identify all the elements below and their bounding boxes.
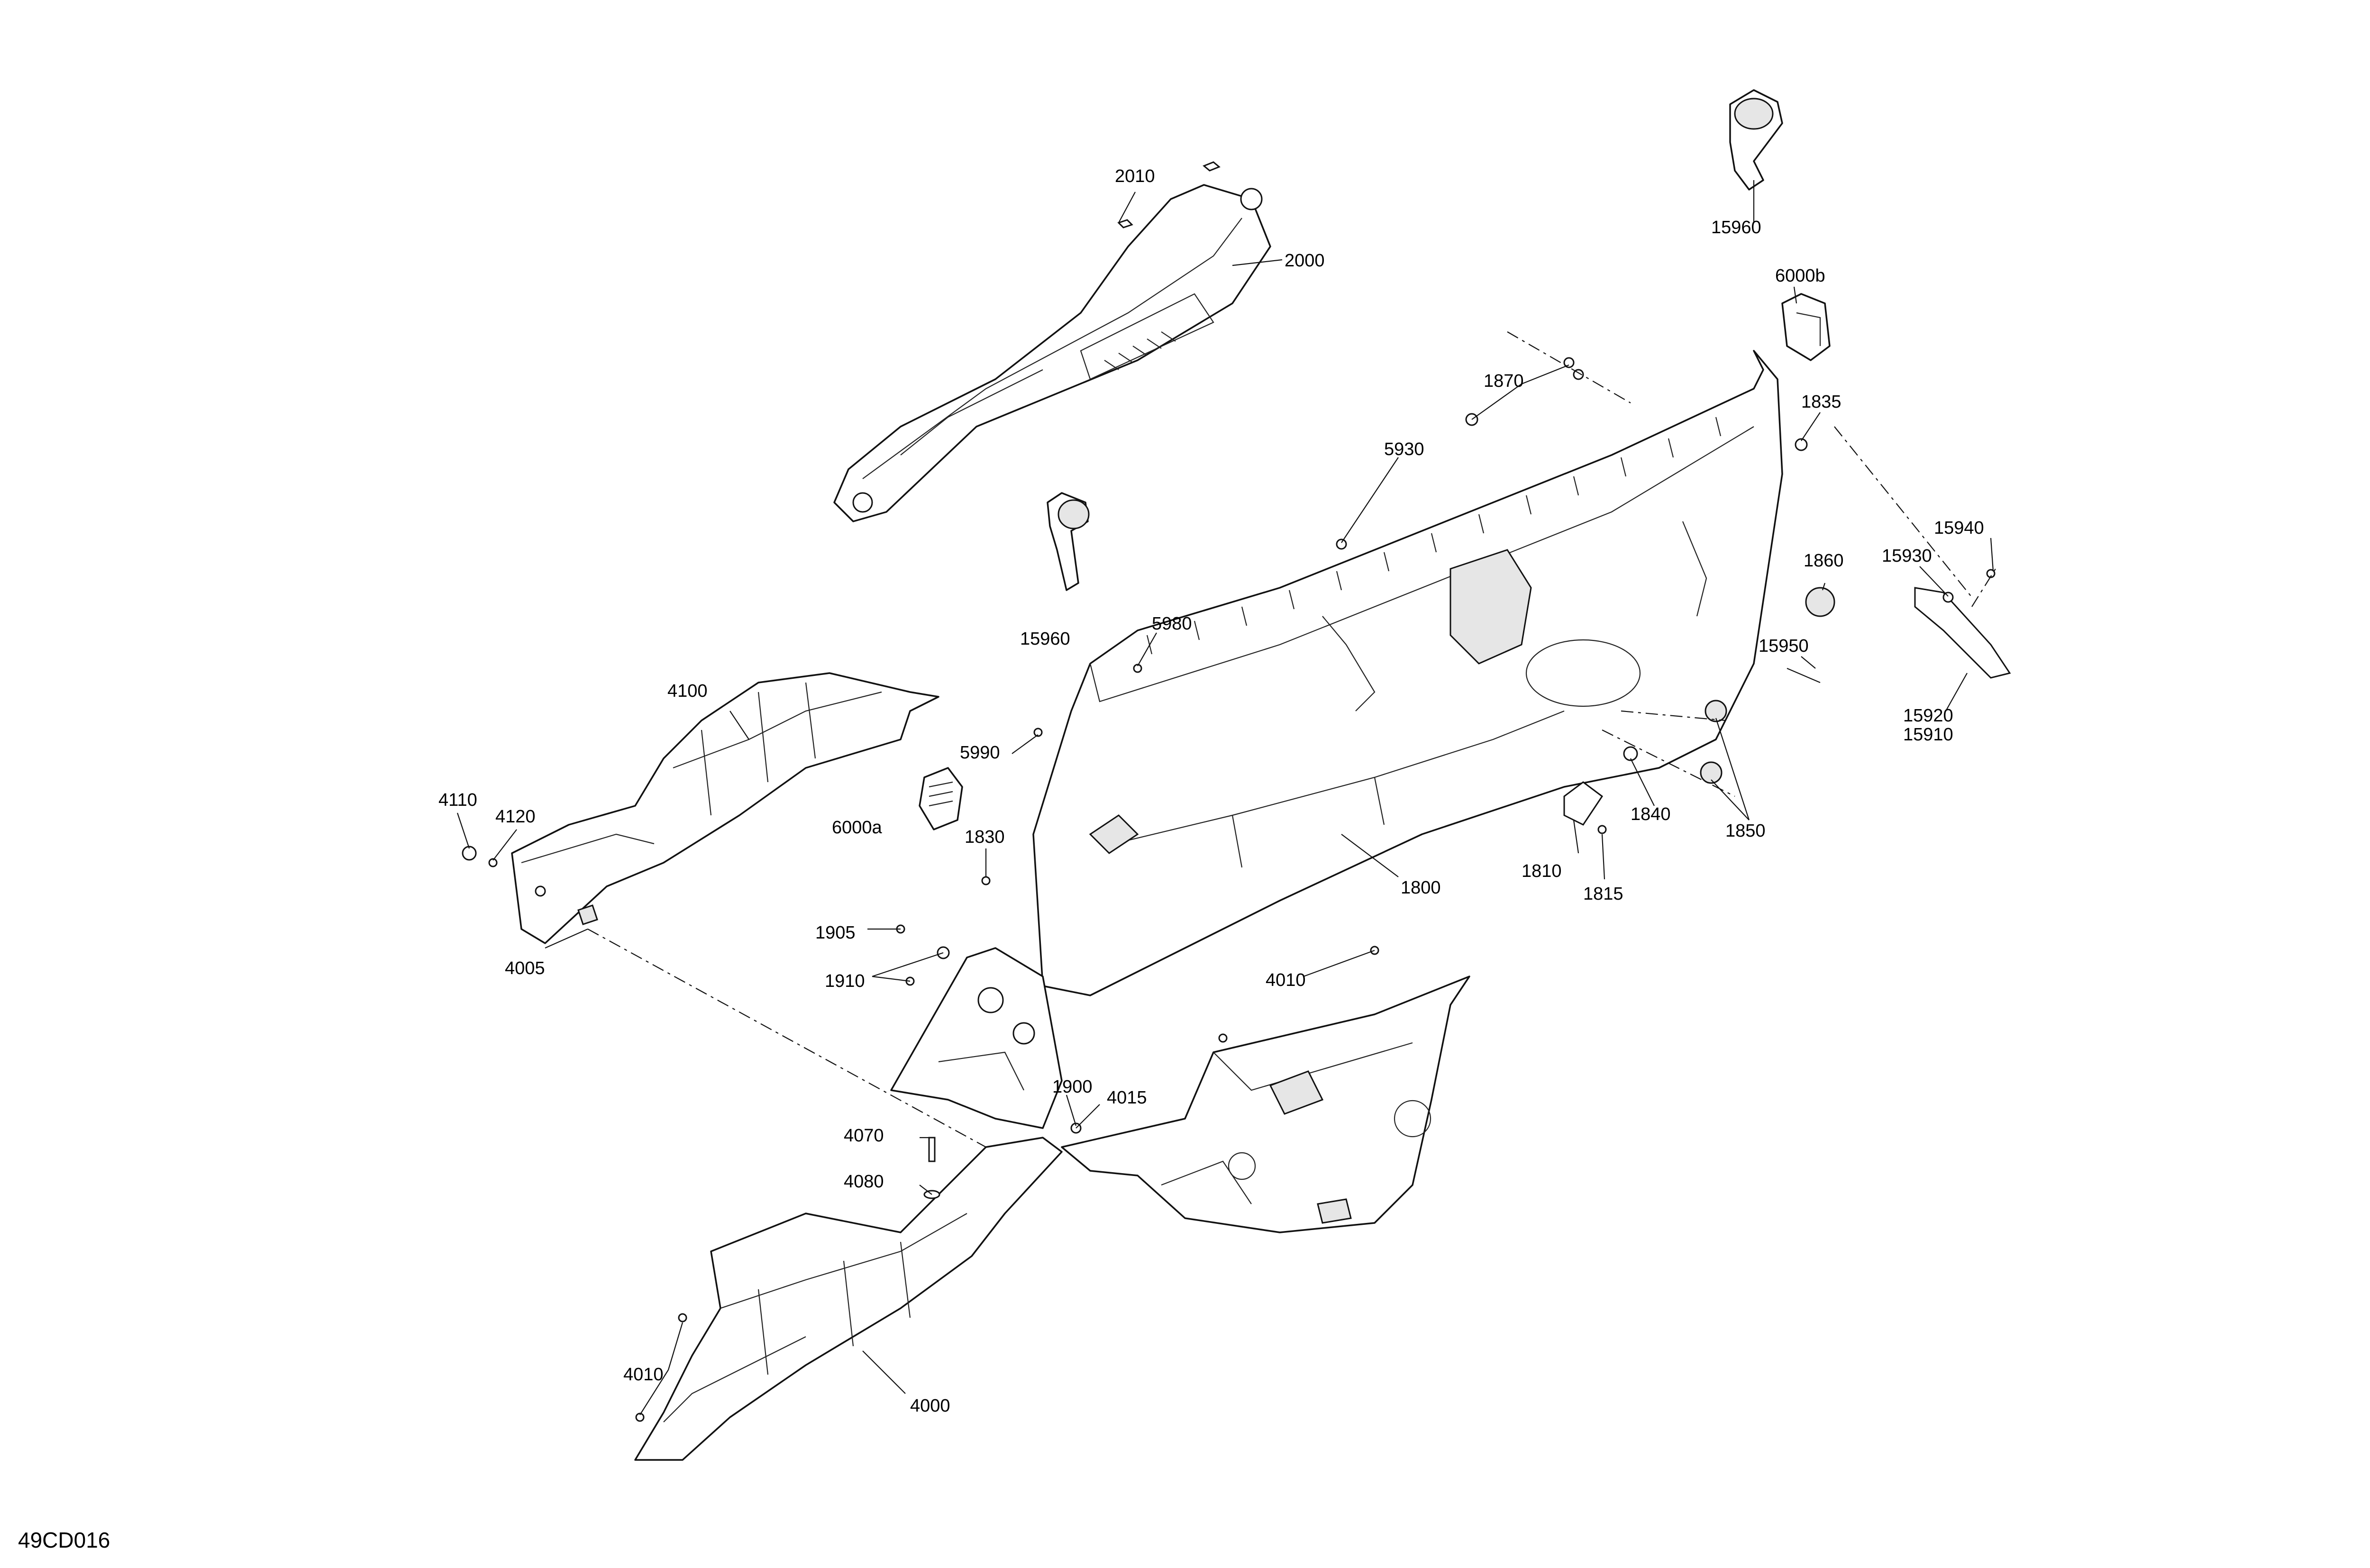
- callout-1900: 1900: [1052, 1077, 1093, 1097]
- callout-4010-lower: 4010: [623, 1365, 664, 1385]
- callout-1860: 1860: [1804, 551, 1844, 571]
- callout-4110: 4110: [438, 790, 477, 810]
- callout-15910: 15910: [1903, 725, 1953, 745]
- part-15960-handle-left: [1047, 492, 1090, 591]
- part-1800-main-panel: [1032, 350, 1783, 996]
- callout-15960-right: 15960: [1711, 218, 1761, 237]
- alignment-lines: [587, 331, 1996, 1148]
- callout-15920: 15920: [1903, 706, 1953, 726]
- callout-5990: 5990: [960, 743, 1000, 763]
- figure-id: 49CD016: [18, 1528, 110, 1552]
- callout-1800: 1800: [1401, 878, 1441, 898]
- callout-1810: 1810: [1522, 861, 1562, 881]
- callout-1840: 1840: [1631, 804, 1671, 824]
- part-6000a-grille: [919, 767, 963, 830]
- callout-1815: 1815: [1583, 884, 1623, 904]
- callout-1850: 1850: [1725, 821, 1766, 841]
- callout-4005: 4005: [505, 958, 545, 978]
- callout-4120: 4120: [495, 807, 536, 827]
- part-4000-lower-duct: [634, 1137, 1063, 1461]
- part-15960-handle-right: [1729, 89, 1783, 191]
- callout-5930: 5930: [1384, 439, 1424, 459]
- part-6000b-bracket: [1781, 293, 1831, 361]
- callout-5980: 5980: [1152, 614, 1192, 634]
- callout-4000: 4000: [910, 1396, 950, 1416]
- callout-1830: 1830: [965, 827, 1005, 847]
- callout-1910: 1910: [825, 971, 865, 991]
- callout-15960-left: 15960: [1020, 629, 1070, 649]
- callout-labels: 2010 2000 15960 6000b 1870 1835 5930 159…: [438, 166, 1984, 1416]
- small-fasteners: [462, 357, 2011, 1422]
- fastener-2010: [1117, 161, 1221, 228]
- callout-6000a: 6000a: [832, 818, 883, 838]
- callout-1835: 1835: [1801, 392, 1841, 412]
- part-2000-upper-rail: [833, 184, 1271, 522]
- callout-4100: 4100: [667, 681, 708, 701]
- callout-4015: 4015: [1107, 1088, 1147, 1108]
- part-left-frame-bracket: [890, 947, 1063, 1129]
- leader-lines: [456, 180, 1994, 1415]
- callout-1870: 1870: [1484, 371, 1524, 391]
- callout-4080: 4080: [844, 1172, 884, 1192]
- part-4100-left-duct: [511, 672, 939, 944]
- callout-4010-upper: 4010: [1266, 970, 1306, 990]
- callout-2010: 2010: [1115, 166, 1155, 186]
- callout-15930: 15930: [1882, 546, 1932, 566]
- callout-15950: 15950: [1759, 636, 1809, 656]
- part-lower-right-cover: [1061, 975, 1470, 1233]
- callout-1905: 1905: [815, 923, 856, 943]
- callout-15940: 15940: [1934, 518, 1984, 538]
- callout-6000b: 6000b: [1775, 266, 1825, 286]
- callout-4070: 4070: [844, 1126, 884, 1146]
- callout-2000: 2000: [1285, 251, 1325, 271]
